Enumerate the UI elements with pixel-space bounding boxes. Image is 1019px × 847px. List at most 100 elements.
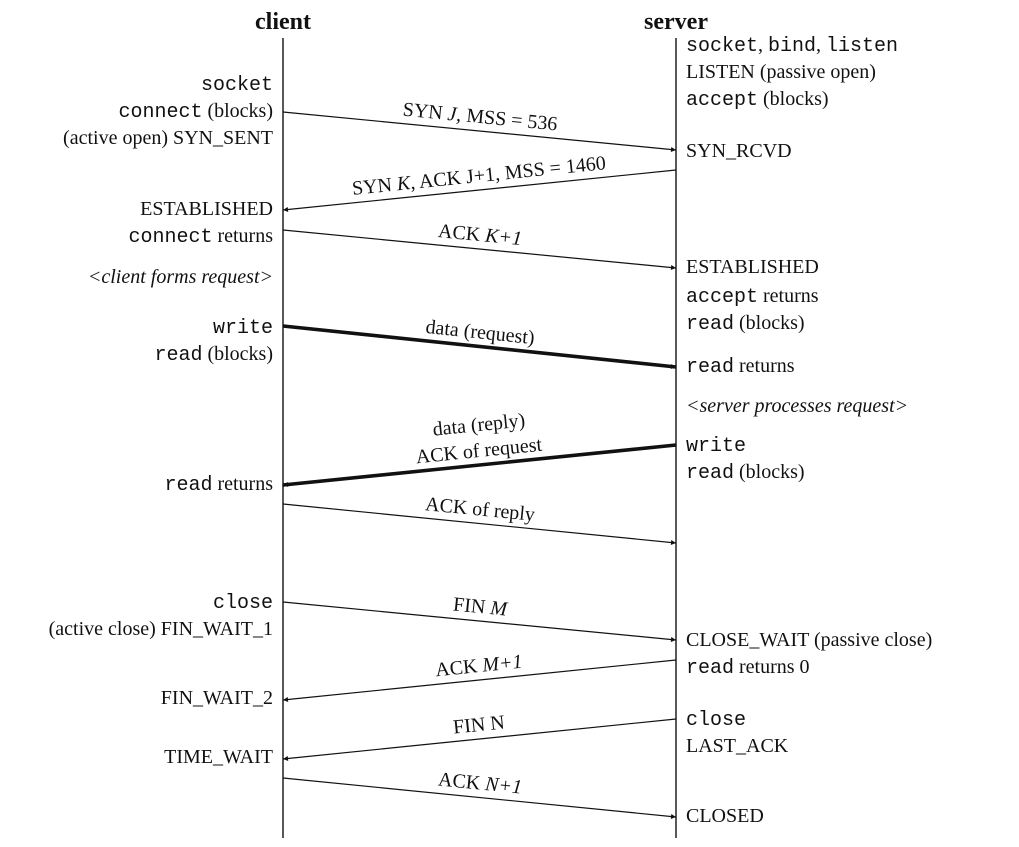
message-label-part: ACK of reply	[424, 493, 536, 526]
server-note: read (blocks)	[686, 312, 805, 336]
message-label: FIN M	[452, 593, 509, 620]
message-arrow	[282, 777, 677, 819]
server-note: CLOSE_WAIT (passive close)	[686, 629, 932, 651]
server-note: CLOSED	[686, 805, 764, 827]
server-note-part: LAST_ACK	[686, 735, 789, 757]
server-note: SYN_RCVD	[686, 140, 792, 162]
client-note-part: returns	[212, 473, 273, 495]
message-arrow	[282, 443, 677, 487]
server-note: <server processes request>	[686, 395, 908, 417]
client-note: read (blocks)	[154, 343, 273, 367]
server-note: read returns 0	[686, 656, 810, 680]
server-note-part: CLOSE_WAIT (passive close)	[686, 629, 932, 651]
server-note-part: ,	[816, 34, 826, 56]
server-note-part: close	[686, 709, 746, 732]
message-label-part: FIN N	[452, 711, 506, 738]
server-note-part: returns 0	[734, 656, 810, 678]
client-note-part: (blocks)	[202, 100, 273, 122]
client-note-part: connect	[128, 226, 212, 249]
client-note: (active close) FIN_WAIT_1	[49, 618, 273, 640]
message-label: ACK M+1	[434, 651, 523, 682]
message-label: ACK of reply	[424, 493, 536, 526]
server-note-part: listen	[826, 35, 898, 58]
server-note-part: LISTEN (passive open)	[686, 61, 876, 83]
server-note: read (blocks)	[686, 461, 805, 485]
server-note-part: write	[686, 435, 746, 458]
server-note-part: <server processes request>	[686, 395, 908, 417]
message-label: SYN J, MSS = 536	[402, 99, 559, 136]
client-note: ESTABLISHED	[140, 198, 273, 220]
server-note: ESTABLISHED	[686, 256, 819, 278]
client-note-part: ESTABLISHED	[140, 198, 273, 220]
message-label-part: ACK	[437, 768, 486, 795]
client-note: FIN_WAIT_2	[161, 687, 273, 709]
message-arrow	[282, 111, 677, 153]
server-note-part: ESTABLISHED	[686, 256, 819, 278]
client-note: connect (blocks)	[118, 100, 273, 124]
client-note-part: <client forms request>	[88, 266, 273, 288]
server-note-part: returns	[758, 285, 819, 307]
server-note-part: read	[686, 313, 734, 336]
client-note-part: socket	[201, 74, 273, 97]
server-note-part: accept	[686, 286, 758, 309]
server-note-part: returns	[734, 355, 795, 377]
server-header: server	[644, 9, 708, 35]
client-note-part: read	[164, 474, 212, 497]
message-label-part: M	[488, 597, 509, 621]
message-arrow	[282, 659, 677, 702]
server-note-part: socket	[686, 35, 758, 58]
message-arrow	[282, 601, 677, 643]
client-note-part: close	[213, 592, 273, 615]
server-note-part: read	[686, 462, 734, 485]
client-note: connect returns	[128, 225, 273, 249]
message-label-part: N+1	[483, 773, 523, 799]
message-arrow	[282, 503, 677, 545]
message-arrow	[282, 324, 677, 369]
server-note-part: (blocks)	[758, 88, 829, 110]
message-arrow	[282, 229, 677, 271]
message-label-part: SYN	[351, 173, 398, 199]
message-arrow	[282, 169, 677, 212]
client-note-part: TIME_WAIT	[164, 746, 273, 768]
message-label: ACK N+1	[437, 768, 523, 798]
server-note-part: CLOSED	[686, 805, 764, 827]
client-note: (active open) SYN_SENT	[63, 127, 273, 149]
client-note-part: read	[154, 344, 202, 367]
message-label: FIN N	[452, 711, 506, 738]
server-note: accept returns	[686, 285, 819, 309]
server-note-part: bind	[768, 35, 816, 58]
client-note: read returns	[164, 473, 273, 497]
message-label-part: K	[395, 172, 413, 196]
message-label-part: ACK	[437, 220, 486, 246]
message-label-part: M+1	[480, 651, 523, 677]
server-note-part: accept	[686, 89, 758, 112]
message-arrow	[282, 718, 677, 761]
client-note: socket	[201, 74, 273, 97]
server-note-part: (blocks)	[734, 312, 805, 334]
message-label: ACK K+1	[437, 220, 523, 250]
message-label-part: FIN	[452, 593, 491, 618]
client-note-part: FIN_WAIT_2	[161, 687, 273, 709]
client-note: close	[213, 592, 273, 615]
server-note: write	[686, 435, 746, 458]
client-note-part: (blocks)	[202, 343, 273, 365]
server-note-part: (blocks)	[734, 461, 805, 483]
server-note: close	[686, 709, 746, 732]
message-label-part: J	[447, 103, 459, 126]
server-note: accept (blocks)	[686, 88, 829, 112]
server-note: LAST_ACK	[686, 735, 789, 757]
message-label: SYN K, ACK J+1, MSS = 1460	[351, 152, 607, 200]
client-note-part: connect	[118, 101, 202, 124]
client-note-part: (active open) SYN_SENT	[63, 127, 273, 149]
client-note-part: (active close) FIN_WAIT_1	[49, 618, 273, 640]
client-note-part: returns	[212, 225, 273, 247]
client-note-part: write	[213, 317, 273, 340]
client-note: write	[213, 317, 273, 340]
server-note-part: read	[686, 657, 734, 680]
client-notes: socket connect (blocks) (active open) SYN_…	[49, 74, 274, 768]
message-label-part: ACK	[434, 655, 483, 682]
server-note-part: SYN_RCVD	[686, 140, 792, 162]
